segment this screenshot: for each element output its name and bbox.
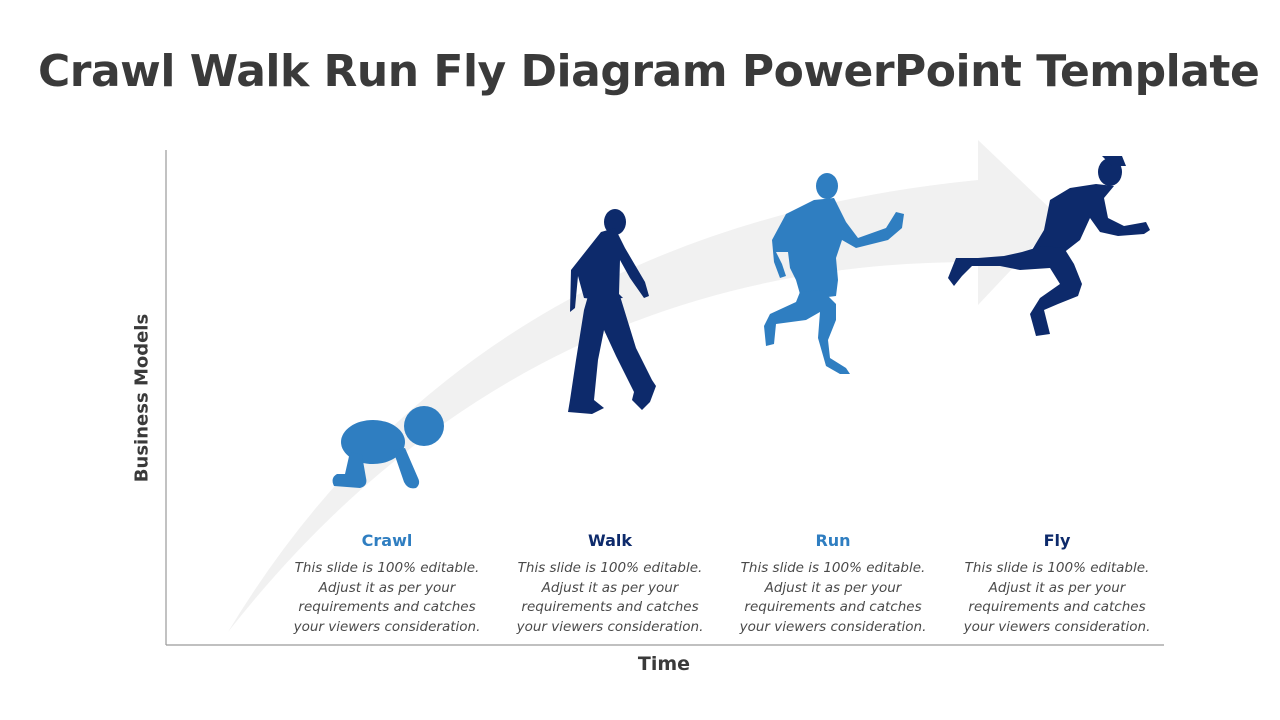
stage-description: This slide is 100% editable. Adjust it a…	[942, 559, 1172, 637]
stage-title: Crawl	[361, 531, 413, 550]
description-line: Adjust it as per your	[764, 579, 902, 596]
crawling-baby-icon	[332, 406, 444, 489]
stage-description: This slide is 100% editable. Adjust it a…	[272, 559, 502, 637]
description-line: your viewers consideration.	[963, 618, 1151, 635]
running-man-icon	[764, 173, 904, 374]
stage-title: Fly	[1043, 531, 1071, 550]
description-line: your viewers consideration.	[516, 618, 704, 635]
stage-title: Walk	[588, 531, 632, 550]
x-axis-label: Time	[637, 653, 691, 675]
stage-description: This slide is 100% editable. Adjust it a…	[718, 559, 948, 637]
description-line: This slide is 100% editable.	[517, 560, 703, 576]
stage-description: This slide is 100% editable. Adjust it a…	[495, 559, 725, 637]
description-line: This slide is 100% editable.	[964, 560, 1150, 576]
description-line: your viewers consideration.	[293, 618, 481, 635]
stage-run: Run This slide is 100% editable. Adjust …	[718, 531, 948, 637]
slide-title: Crawl Walk Run Fly Diagram PowerPoint Te…	[38, 46, 1260, 97]
description-line: Adjust it as per your	[541, 579, 679, 596]
description-line: requirements and catches	[521, 599, 699, 615]
description-line: your viewers consideration.	[739, 618, 927, 635]
stage-title: Run	[815, 531, 851, 550]
description-line: Adjust it as per your	[988, 579, 1126, 596]
stage-walk: Walk This slide is 100% editable. Adjust…	[495, 531, 725, 637]
walking-man-icon	[568, 209, 656, 414]
description-line: This slide is 100% editable.	[294, 560, 480, 576]
y-axis-label: Business Models	[131, 313, 153, 483]
growth-arrow-shape	[228, 140, 1060, 632]
stage-fly: Fly This slide is 100% editable. Adjust …	[942, 531, 1172, 637]
description-line: requirements and catches	[744, 599, 922, 615]
description-line: requirements and catches	[298, 599, 476, 615]
description-line: requirements and catches	[968, 599, 1146, 615]
sprinting-man-icon	[948, 156, 1150, 336]
description-line: This slide is 100% editable.	[740, 560, 926, 576]
description-line: Adjust it as per your	[318, 579, 456, 596]
stage-crawl: Crawl This slide is 100% editable. Adjus…	[272, 531, 502, 637]
